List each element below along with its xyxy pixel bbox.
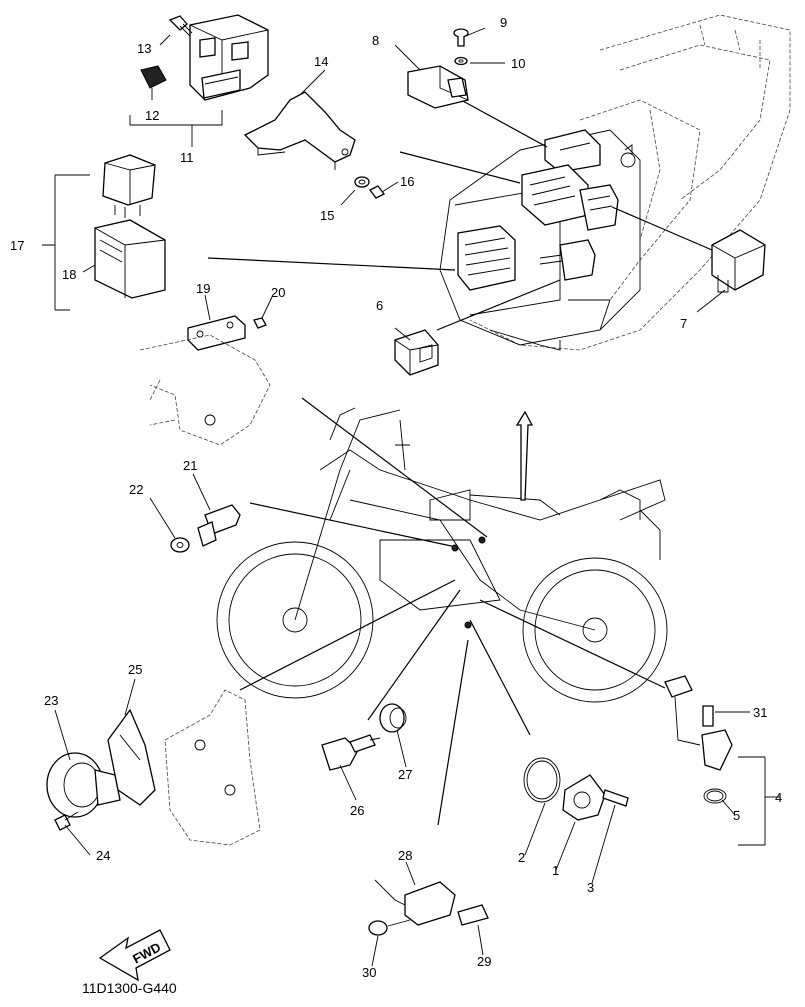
callout-15: 15	[320, 208, 334, 223]
callout-16: 16	[400, 174, 414, 189]
part-4-sensor	[664, 675, 733, 771]
callout-8: 8	[372, 33, 379, 48]
motorcycle-leaders	[239, 397, 666, 826]
part-5-o-ring	[703, 788, 727, 804]
part-13-bolt	[168, 15, 193, 37]
leader-8-to-tray	[460, 99, 548, 148]
callout-7: 7	[680, 316, 687, 331]
callout-leaders	[42, 27, 780, 967]
part-29-bolt	[457, 904, 489, 926]
motorcycle-silhouette	[216, 407, 668, 703]
part-31-bolt	[702, 705, 714, 727]
callout-12: 12	[145, 108, 159, 123]
callout-5: 5	[733, 808, 740, 823]
callout-13: 13	[137, 41, 151, 56]
part-18-relay	[94, 219, 166, 299]
leader-6-to-tray	[436, 279, 561, 331]
part-10-washer	[454, 56, 468, 66]
tray-connector-lower	[539, 239, 596, 281]
part-21-sensor	[197, 504, 241, 547]
callout-25: 25	[128, 662, 142, 677]
callout-3: 3	[587, 880, 594, 895]
callout-27: 27	[398, 767, 412, 782]
part-14-bracket	[243, 91, 356, 170]
tray-relay-upper	[544, 129, 601, 173]
callout-9: 9	[500, 15, 507, 30]
horn-bracket	[164, 689, 261, 846]
callout-1: 1	[552, 863, 559, 878]
part-15-grommet	[354, 176, 370, 188]
part-17-relay	[102, 154, 156, 218]
callout-14: 14	[314, 54, 328, 69]
leader-11-to-tray	[399, 151, 521, 184]
fwd-arrow: FWD	[98, 929, 171, 982]
tray-relay-box	[521, 164, 589, 226]
callout-11: 11	[180, 150, 194, 165]
part-12-terminal-cover	[140, 65, 167, 89]
part-9-screw	[453, 28, 469, 47]
part-20-nut	[253, 317, 267, 329]
part-6-coupler	[394, 329, 439, 376]
part-3-bolt	[602, 789, 629, 807]
callout-numbers: 1 2 3 4 5 6 7 8 9 10 11 12 13 14 15 16 1…	[10, 15, 782, 980]
callout-19: 19	[196, 281, 210, 296]
callout-18: 18	[62, 267, 76, 282]
part-27-grommet	[379, 703, 407, 733]
tray-relay-left	[457, 225, 516, 291]
part-2-o-ring	[523, 757, 561, 803]
callout-2: 2	[518, 850, 525, 865]
part-30-nut	[368, 919, 411, 936]
callout-26: 26	[350, 803, 364, 818]
callout-10: 10	[511, 56, 525, 71]
callout-20: 20	[271, 285, 285, 300]
leader-7-to-tray	[611, 206, 713, 251]
callout-29: 29	[477, 954, 491, 969]
callout-21: 21	[183, 458, 197, 473]
drawing-code: 11D1300-G440	[82, 980, 177, 996]
part-22-washer	[170, 537, 190, 553]
part-26-switch	[321, 734, 381, 771]
callout-24: 24	[96, 848, 110, 863]
tray-relay-right	[579, 184, 619, 231]
callout-6: 6	[376, 298, 383, 313]
callout-4: 4	[775, 790, 782, 805]
frame-bracket-left	[139, 334, 271, 446]
part-7-coupler	[711, 229, 766, 293]
part-23-horn	[46, 752, 121, 818]
part-1-cover	[562, 774, 606, 821]
callout-30: 30	[362, 965, 376, 980]
part-19-relay-holder	[187, 315, 246, 351]
rear-frame-assembly	[439, 14, 791, 351]
callout-28: 28	[398, 848, 412, 863]
part-28-sensor	[374, 879, 456, 926]
callout-31: 31	[753, 705, 767, 720]
part-8-coupler	[407, 65, 469, 109]
part-16-bolt	[369, 185, 385, 199]
leader-17-to-tray	[207, 257, 456, 271]
part-11-starter-relay	[189, 14, 269, 101]
callout-17: 17	[10, 238, 24, 253]
callout-23: 23	[44, 693, 58, 708]
part-25-cover	[107, 708, 156, 806]
callout-22: 22	[129, 482, 143, 497]
